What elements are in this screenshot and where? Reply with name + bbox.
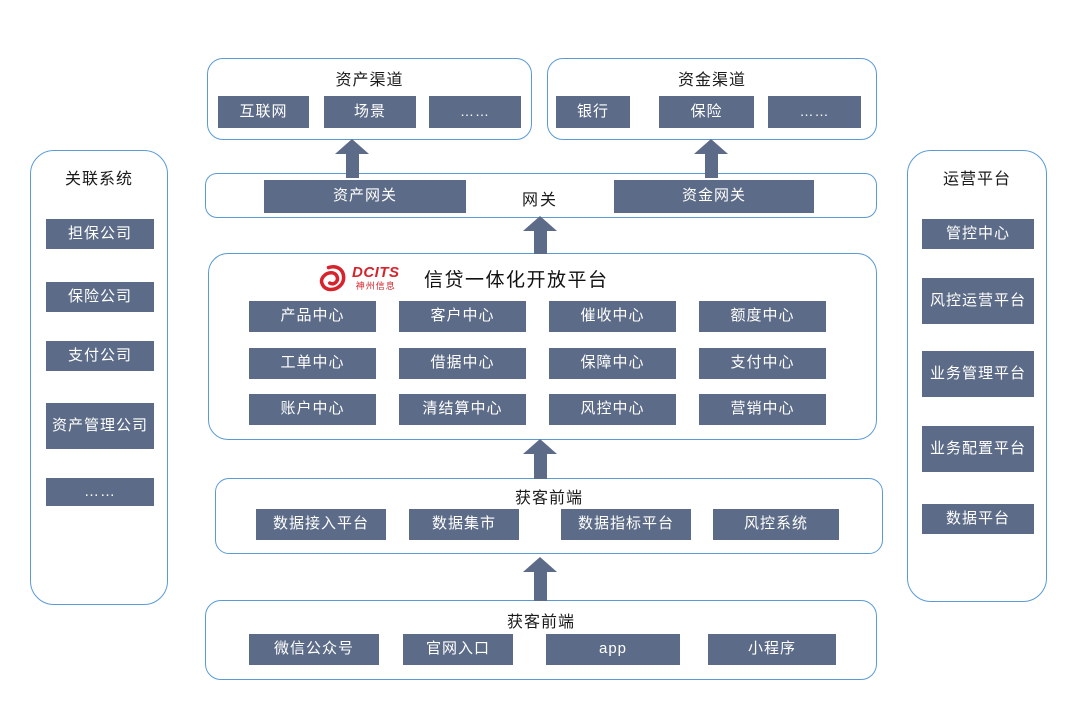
asset-channel-internet: 互联网 [218, 96, 309, 128]
asset-channel-scenario: 场景 [324, 96, 416, 128]
related-system-insurance: 保险公司 [46, 282, 154, 312]
related-systems-panel: 关联系统 担保公司 保险公司 支付公司 资产管理公司 …… [30, 150, 168, 605]
related-system-more: …… [46, 478, 154, 506]
app-entry: app [546, 634, 680, 665]
ops-business-config-platform: 业务配置平台 [922, 426, 1034, 472]
related-system-asset-mgmt: 资产管理公司 [46, 403, 154, 449]
center-product: 产品中心 [249, 301, 376, 332]
center-collection: 催收中心 [549, 301, 676, 332]
platform-title: 信贷一体化开放平台 [424, 270, 609, 291]
official-site-entry: 官网入口 [403, 634, 513, 665]
fund-channel-box: 资金渠道 银行 保险 …… [547, 58, 877, 140]
dcits-swirl-icon [319, 265, 346, 292]
center-guarantee: 保障中心 [549, 348, 676, 379]
credit-platform-box: DCITS 神州信息 信贷一体化开放平台 产品中心 客户中心 催收中心 额度中心… [208, 253, 877, 440]
fund-channel-title: 资金渠道 [677, 72, 746, 89]
asset-gateway-chip: 资产网关 [264, 180, 466, 213]
acquisition-front-box: 获客前端 微信公众号 官网入口 app 小程序 [205, 600, 877, 680]
data-indicator-platform: 数据指标平台 [561, 509, 691, 540]
data-mart: 数据集市 [409, 509, 519, 540]
center-workorder: 工单中心 [249, 348, 376, 379]
asset-channel-box: 资产渠道 互联网 场景 …… [207, 58, 532, 140]
arrow-platform-to-gateway-icon [523, 216, 557, 254]
center-marketing: 营销中心 [699, 394, 826, 425]
dcits-company-text: 神州信息 [355, 281, 396, 291]
fund-channel-insurance: 保险 [659, 96, 754, 128]
center-risk: 风控中心 [549, 394, 676, 425]
center-iou: 借据中心 [399, 348, 526, 379]
related-systems-title: 关联系统 [64, 171, 133, 188]
fund-channel-more: …… [768, 96, 861, 128]
ops-control-center: 管控中心 [922, 219, 1034, 249]
arrow-asset-gateway-to-channel-icon [335, 139, 369, 178]
center-customer: 客户中心 [399, 301, 526, 332]
data-layer-title: 获客前端 [514, 490, 583, 507]
related-system-payment: 支付公司 [46, 341, 154, 371]
gateway-box: 资产网关 网关 资金网关 [205, 173, 877, 218]
fund-channel-bank: 银行 [556, 96, 630, 128]
dcits-brand-text: DCITS [352, 264, 400, 281]
asset-channel-more: …… [429, 96, 521, 128]
risk-control-system: 风控系统 [713, 509, 839, 540]
mini-program-entry: 小程序 [708, 634, 836, 665]
arrow-fund-gateway-to-channel-icon [694, 139, 728, 178]
data-layer-box: 获客前端 数据接入平台 数据集市 数据指标平台 风控系统 [215, 478, 883, 554]
gateway-label: 网关 [522, 192, 559, 209]
center-payment: 支付中心 [699, 348, 826, 379]
related-system-guarantee: 担保公司 [46, 219, 154, 249]
dcits-logo: DCITS 神州信息 [315, 262, 400, 294]
arrow-data-to-platform-icon [523, 439, 557, 479]
ops-business-mgmt-platform: 业务管理平台 [922, 351, 1034, 397]
fund-gateway-chip: 资金网关 [614, 180, 814, 213]
center-settlement: 清结算中心 [399, 394, 526, 425]
dcits-logo-texts: DCITS 神州信息 [352, 265, 400, 291]
data-access-platform: 数据接入平台 [256, 509, 386, 540]
ops-risk-platform: 风控运营平台 [922, 278, 1034, 324]
center-account: 账户中心 [249, 394, 376, 425]
ops-data-platform: 数据平台 [922, 504, 1034, 534]
wechat-official-account: 微信公众号 [249, 634, 379, 665]
operation-platform-panel: 运营平台 管控中心 风控运营平台 业务管理平台 业务配置平台 数据平台 [907, 150, 1047, 602]
arrow-front-to-data-icon [523, 557, 557, 601]
operation-platform-title: 运营平台 [942, 171, 1011, 188]
asset-channel-title: 资产渠道 [335, 72, 404, 89]
center-quota: 额度中心 [699, 301, 826, 332]
acquisition-front-title: 获客前端 [506, 614, 575, 631]
